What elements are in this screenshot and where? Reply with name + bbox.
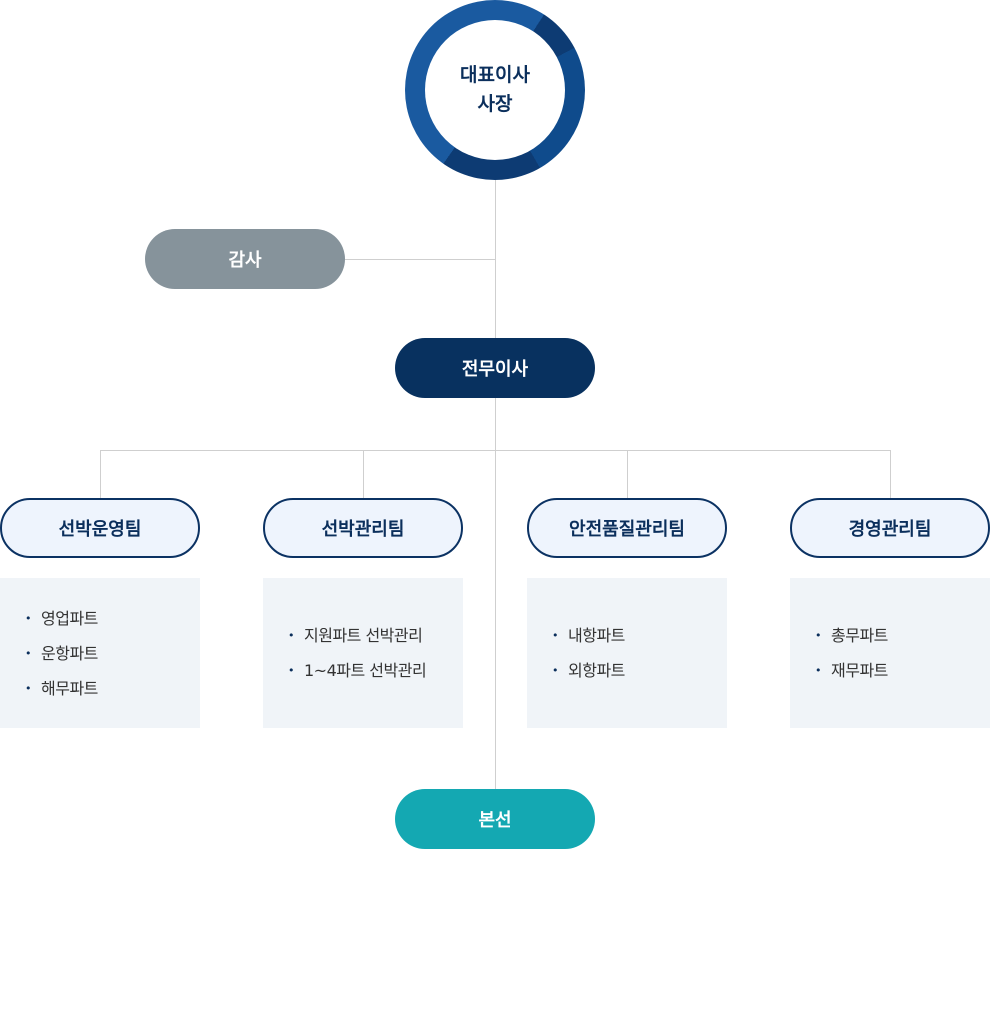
part-item: 재무파트	[815, 653, 888, 688]
part-item: 운항파트	[25, 636, 98, 671]
team-parts-list: 영업파트 운항파트 해무파트	[0, 578, 200, 728]
connector-auditor	[345, 259, 495, 260]
connector-team-3	[627, 450, 628, 498]
team-node-ship-management: 선박관리팀	[263, 498, 463, 558]
auditor-node: 감사	[145, 229, 345, 289]
part-item: 외항파트	[552, 653, 625, 688]
part-item: 내항파트	[552, 618, 625, 653]
part-item: 지원파트 선박관리	[288, 618, 426, 653]
executive-director-node: 전무이사	[395, 338, 595, 398]
team-parts-list: 지원파트 선박관리 1~4파트 선박관리	[263, 578, 463, 728]
connector-team-4	[890, 450, 891, 498]
team-parts-list: 총무파트 재무파트	[790, 578, 990, 728]
part-item: 1~4파트 선박관리	[288, 653, 427, 688]
team-parts-list: 내항파트 외항파트	[527, 578, 727, 728]
ceo-node: 대표이사 사장	[405, 0, 585, 180]
team-node-ship-operation: 선박운영팀	[0, 498, 200, 558]
part-item: 영업파트	[25, 601, 98, 636]
connector-team-2	[363, 450, 364, 498]
part-item: 해무파트	[25, 671, 98, 706]
connector-main-vertical	[495, 180, 496, 790]
connector-teams-horizontal	[100, 450, 891, 451]
part-item: 총무파트	[815, 618, 888, 653]
ceo-title: 대표이사	[460, 64, 530, 86]
vessels-node: 본선	[395, 789, 595, 849]
connector-team-1	[100, 450, 101, 498]
team-node-safety-quality: 안전품질관리팀	[527, 498, 727, 558]
ceo-subtitle: 사장	[477, 93, 513, 115]
team-node-business-management: 경영관리팀	[790, 498, 990, 558]
